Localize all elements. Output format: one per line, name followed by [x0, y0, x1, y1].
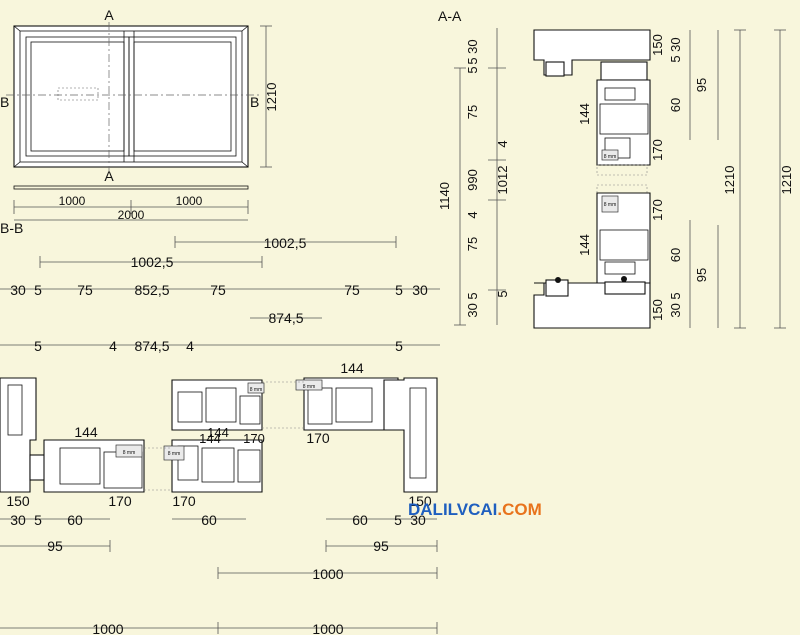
bb-row-dim-2: 75: [77, 282, 93, 298]
watermark: DALILVCAI.COM: [408, 500, 542, 519]
bb-dim-1002-5-left: 1002,5: [131, 254, 174, 270]
bb-glass-label-right: 8 mm: [303, 384, 316, 390]
bb-dim-95-left: 95: [47, 538, 63, 554]
bb-row-dim-7: 30: [412, 282, 428, 298]
bb-150-b: 150: [408, 493, 432, 509]
aa-right-bottom-4: 30 5: [668, 292, 683, 317]
aa-glass-label-bottom: 8 mm: [604, 202, 617, 208]
bb-row-dim-4: 75: [210, 282, 226, 298]
bb-row2-dim-4: 5: [395, 338, 403, 354]
bb-bottom-right-2: 30: [410, 512, 426, 528]
bb-bottom-right-0: 60: [352, 512, 368, 528]
window-elevation: A A B B 1210 1000 1000 2000: [0, 7, 279, 222]
watermark-part1: DALILVCAI: [408, 500, 497, 519]
bb-glass-label-mid-bottom: 8 mm: [168, 451, 181, 457]
aa-right-top-3: 95: [694, 78, 709, 92]
aa-left-dim-5: 4: [465, 211, 480, 218]
bb-row-dim-6: 5: [395, 282, 403, 298]
aa-left-dim-0: 5 30: [465, 39, 480, 64]
bb-row-dim-5: 75: [344, 282, 360, 298]
aa-left-dim-1: 5: [465, 66, 480, 73]
aa-left-dim-7: 5: [495, 290, 510, 297]
aa-left-dim-6: 75: [465, 237, 480, 251]
watermark-part2: .COM: [497, 500, 541, 519]
section-mark-b-left: B: [0, 94, 9, 110]
aa-left-dim-2: 75: [465, 105, 480, 119]
bb-dim-95-right: 95: [373, 538, 389, 554]
bb-144-c: 144: [199, 431, 221, 446]
aa-left-dim-3: 4: [495, 140, 510, 147]
bb-row-dim-0: 30: [10, 282, 26, 298]
aa-left-dim-8: 30 5: [465, 292, 480, 317]
bb-dim-1000-bottom-right: 1000: [312, 621, 343, 635]
bb-row-dim-3: 852,5: [134, 282, 169, 298]
section-aa-title: A-A: [438, 8, 462, 24]
section-mark-a-top: A: [104, 7, 114, 23]
aa-right-top-0: 150: [650, 34, 665, 56]
section-aa: A-A 1140 5 30 5 75 4 990 1012 4 75 5 30 …: [437, 8, 794, 329]
bb-170-d: 170: [172, 493, 196, 509]
width-total: 2000: [118, 208, 145, 222]
bb-mid-upper-sash: [171, 379, 263, 431]
bb-row2-dim-1: 4: [109, 338, 117, 354]
aa-right-bottom-3: 150: [650, 299, 665, 321]
dim-1140: 1140: [437, 182, 452, 210]
elevation-height-dim: 1210: [264, 83, 279, 112]
bb-bottom-mid: 60: [201, 512, 217, 528]
aa-left-dim-4: 990: [465, 169, 480, 191]
bb-bottom-left-1: 5: [34, 512, 42, 528]
bb-row2-dim-3: 4: [186, 338, 194, 354]
width-half-left: 1000: [59, 194, 86, 208]
bb-label-144-right: 144: [340, 360, 364, 376]
bb-144-a: 144: [74, 424, 98, 440]
aa-dim-1210-b: 1210: [779, 166, 794, 195]
aa-glass-label-top: 8 mm: [604, 154, 617, 160]
bb-glass-label-mid-top: 8 mm: [250, 387, 263, 393]
bb-mid-lower-sash: [171, 439, 263, 493]
bb-bottom-left-2: 60: [67, 512, 83, 528]
aa-144-top: 144: [577, 103, 592, 125]
bb-150-a: 150: [6, 493, 30, 509]
aa-right-top-2: 60: [668, 98, 683, 112]
bb-dim-1002-5-top: 1002,5: [264, 235, 307, 251]
bb-170-a: 170: [243, 431, 265, 446]
bb-dim-1000-mid: 1000: [312, 566, 343, 582]
aa-dim-1210-a: 1210: [722, 166, 737, 195]
bb-bottom-left-0: 30: [10, 512, 26, 528]
bb-bottom-right-1: 5: [394, 512, 402, 528]
section-bb-title: B-B: [0, 220, 23, 236]
bb-row2-dim-2: 874,5: [134, 338, 169, 354]
bb-row-dim-1: 5: [34, 282, 42, 298]
section-mark-a-bottom: A: [104, 168, 114, 184]
section-bb: B-B 1002,5 1002,5 30 5 75 852,5 75 75 5 …: [0, 220, 440, 635]
aa-right-bottom-2: 95: [694, 268, 709, 282]
bb-dim-1000-bottom-left: 1000: [92, 621, 123, 635]
bb-144-b: 144: [207, 425, 229, 440]
bb-170-b: 170: [306, 430, 330, 446]
bb-row2-dim-0: 5: [34, 338, 42, 354]
right-sash: [128, 36, 237, 157]
bb-right-frame-profile: [383, 377, 438, 493]
bb-dim-874-5-a: 874,5: [268, 310, 303, 326]
aa-right-bottom-1: 60: [668, 248, 683, 262]
aa-170-bottom: 170: [650, 199, 665, 221]
dim-1012: 1012: [495, 166, 510, 195]
aa-top-sash-profile: [596, 79, 651, 166]
inner-frame: [19, 30, 243, 163]
section-mark-b-right: B: [250, 94, 259, 110]
aa-170-top: 170: [650, 139, 665, 161]
aa-144-bottom: 144: [577, 234, 592, 256]
bb-170-c: 170: [108, 493, 132, 509]
outer-frame: [13, 25, 249, 168]
bb-glass-label-left: 8 mm: [123, 450, 136, 456]
width-half-right: 1000: [176, 194, 203, 208]
aa-right-top-1: 5 30: [668, 37, 683, 62]
